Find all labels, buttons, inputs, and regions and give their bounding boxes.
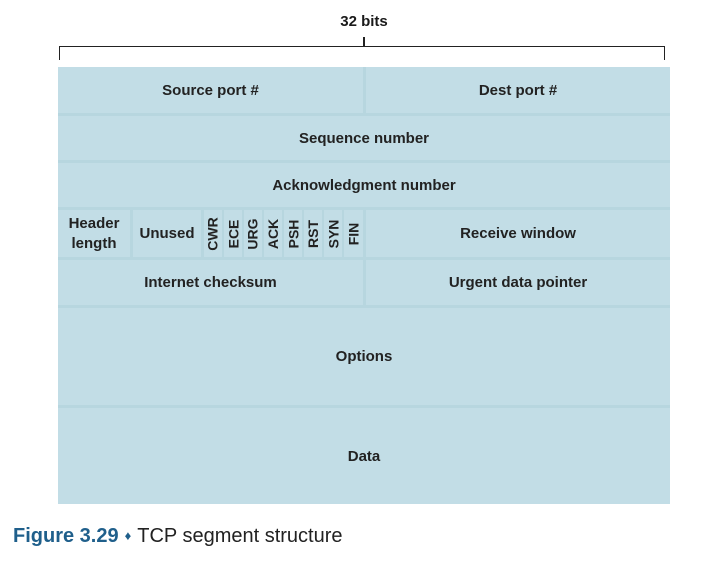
bracket-tick <box>363 37 365 47</box>
options-field: Options <box>58 308 670 405</box>
figure-title: TCP segment structure <box>137 525 343 547</box>
flag-ack-label: ACK <box>265 218 281 249</box>
flag-psh: PSH <box>284 210 302 257</box>
flag-psh-label: PSH <box>285 219 302 248</box>
flag-rst-label: RST <box>305 219 321 248</box>
header-length-field: Header length <box>58 210 130 257</box>
tcp-segment-table: Source port # Dest port # Sequence numbe… <box>58 67 670 504</box>
flag-urg-label: URG <box>245 217 261 250</box>
receive-window-field: Receive window <box>366 210 670 257</box>
flag-ece: ECE <box>224 210 242 257</box>
figure-number: Figure 3.29 <box>13 525 119 547</box>
flag-syn-label: SYN <box>325 219 342 248</box>
ack-number-field: Acknowledgment number <box>58 163 670 207</box>
flag-cwr: CWR <box>204 210 222 257</box>
source-port-field: Source port # <box>58 67 363 113</box>
caption-separator-icon: ♦ <box>124 528 132 543</box>
flag-cwr-label: CWR <box>205 216 221 251</box>
flag-ack: ACK <box>264 210 282 257</box>
flag-fin-label: FIN <box>345 222 362 245</box>
width-bracket <box>59 46 665 60</box>
flag-fin: FIN <box>344 210 363 257</box>
data-field: Data <box>58 408 670 504</box>
width-label: 32 bits <box>340 13 388 30</box>
dest-port-field: Dest port # <box>366 67 670 113</box>
sequence-number-field: Sequence number <box>58 116 670 160</box>
flag-syn: SYN <box>324 210 342 257</box>
flag-ece-label: ECE <box>225 219 242 248</box>
urgent-pointer-field: Urgent data pointer <box>366 260 670 305</box>
unused-field: Unused <box>133 210 201 257</box>
figure-caption: Figure 3.29 ♦ TCP segment structure <box>13 525 343 548</box>
internet-checksum-field: Internet checksum <box>58 260 363 305</box>
flag-rst: RST <box>304 210 322 257</box>
flag-urg: URG <box>244 210 262 257</box>
